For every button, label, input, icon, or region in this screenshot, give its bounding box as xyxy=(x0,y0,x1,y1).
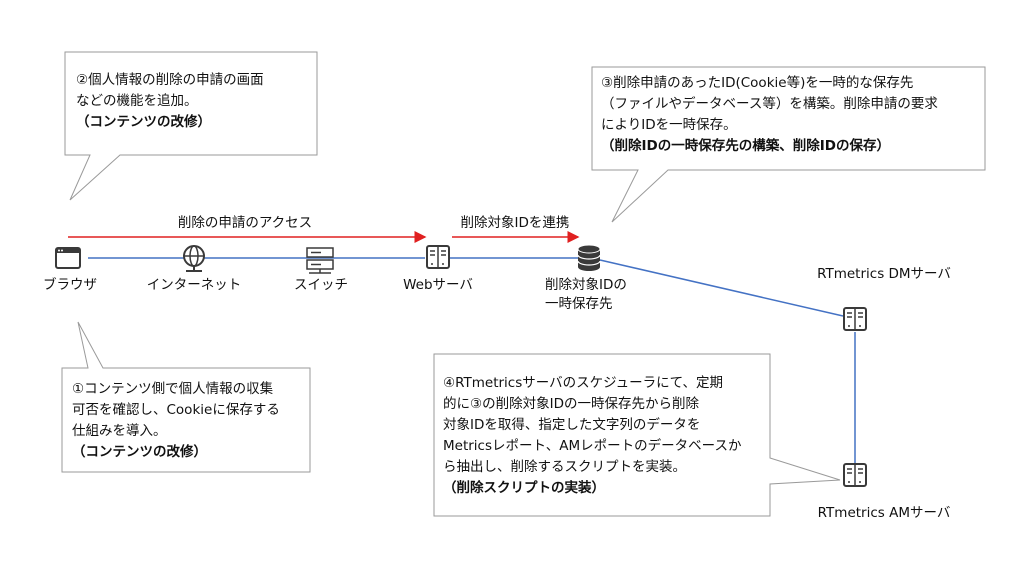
database-icon xyxy=(577,244,601,271)
am-server-label: RTmetrics AMサーバ xyxy=(817,505,951,521)
callout-top-left-text: ②個人情報の削除の申請の画面 などの機能を追加。 （コンテンツの改修） xyxy=(76,70,264,133)
storage-label-line: 一時保存先 xyxy=(545,296,613,312)
callout-bold-line: （削除IDの一時保存先の構築、削除IDの保存） xyxy=(601,138,890,154)
link-line-dm xyxy=(599,259,844,317)
callout-bottom-right xyxy=(433,353,841,517)
callout-line: ①コンテンツ側で個人情報の収集 xyxy=(72,381,274,397)
access-arrow-label: 削除の申請のアクセス xyxy=(177,215,313,231)
dm-server-label: RTmetrics DMサーバ xyxy=(817,266,951,282)
web-server-label: Webサーバ xyxy=(403,277,473,293)
callout-line: ら抽出し、削除するスクリプトを実装。 xyxy=(443,459,686,475)
callout-line: 可否を確認し、Cookieに保存する xyxy=(72,402,280,418)
callout-line: Metricsレポート、AMレポートのデータベースか xyxy=(443,438,742,454)
callout-bold-line: （コンテンツの改修） xyxy=(72,444,207,460)
callout-bold-line: （コンテンツの改修） xyxy=(76,114,211,130)
callout-bottom-right-text: ④RTmetricsサーバのスケジューラにて、定期 的に③の削除対象IDの一時保… xyxy=(443,373,741,499)
callout-line: ③削除申請のあったID(Cookie等)を一時的な保存先 xyxy=(601,75,914,91)
am-server-icon xyxy=(843,463,867,487)
storage-label-line: 削除対象IDの xyxy=(545,277,627,293)
internet-label: インターネット xyxy=(146,277,242,293)
callout-line: （ファイルやデータベース等）を構築。削除申請の要求 xyxy=(601,96,938,112)
browser-label: ブラウザ xyxy=(43,277,97,293)
dm-server-icon xyxy=(843,307,867,331)
callout-line: ④RTmetricsサーバのスケジューラにて、定期 xyxy=(443,375,723,391)
callout-line: 的に③の削除対象IDの一時保存先から削除 xyxy=(443,396,699,412)
callout-line: ②個人情報の削除の申請の画面 xyxy=(76,72,264,88)
storage-label: 削除対象IDの 一時保存先 xyxy=(545,276,627,314)
callout-top-right-text: ③削除申請のあったID(Cookie等)を一時的な保存先 （ファイルやデータベー… xyxy=(601,73,938,157)
callout-line: によりIDを一時保存。 xyxy=(601,117,737,133)
web-server-icon xyxy=(426,245,450,269)
callout-line: 仕組みを導入。 xyxy=(72,423,167,439)
link-arrow-label: 削除対象IDを連携 xyxy=(460,215,570,231)
globe-icon xyxy=(183,245,205,272)
browser-icon xyxy=(55,247,81,269)
callout-bottom-left-text: ①コンテンツ側で個人情報の収集 可否を確認し、Cookieに保存する 仕組みを導… xyxy=(72,379,280,463)
callout-line: などの機能を追加。 xyxy=(76,93,198,109)
callout-bold-line: （削除スクリプトの実装） xyxy=(443,480,605,496)
switch-icon xyxy=(306,247,334,274)
callout-bottom-left xyxy=(61,321,311,473)
callout-top-left xyxy=(64,51,318,201)
switch-label: スイッチ xyxy=(294,277,348,293)
callout-line: 対象IDを取得、指定した文字列のデータを xyxy=(443,417,701,433)
callout-top-right xyxy=(591,66,986,223)
